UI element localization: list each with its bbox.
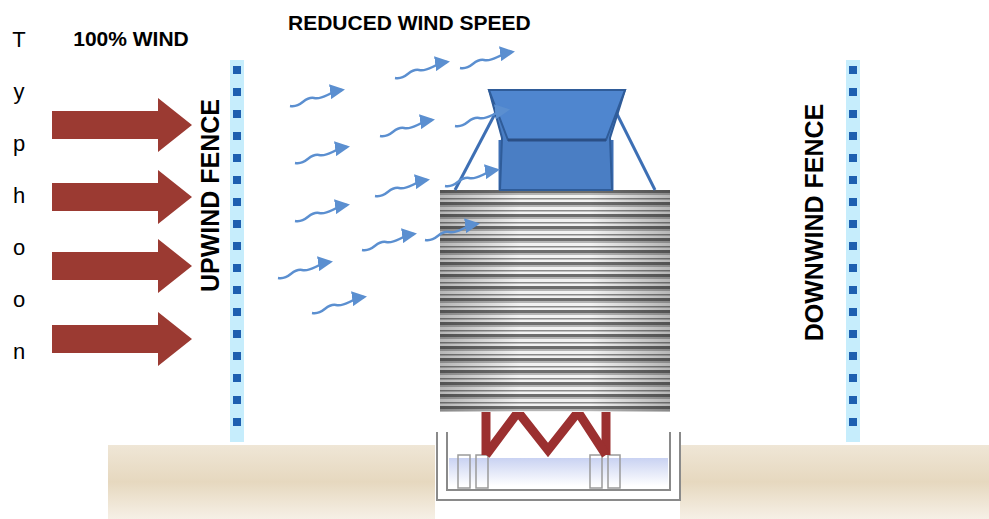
fence-post [849,264,857,272]
ground [680,445,989,519]
fence-post [233,110,241,118]
fence-post [849,352,857,360]
support-frame [486,410,606,455]
typhoon-arrows [52,98,192,366]
wind-arrow [278,262,330,278]
fence-post [233,286,241,294]
wind-arrow [295,147,347,163]
reduced-wind-arrows [278,52,512,313]
fence-post [849,418,857,426]
fence-post [849,198,857,206]
ground [108,445,435,519]
wind-arrow [290,90,342,106]
fence-post [849,242,857,250]
fence-post [849,66,857,74]
fence-post [849,176,857,184]
fence-label: DOWNWIND FENCE [802,103,827,340]
fence-post [233,66,241,74]
fence-post [233,330,241,338]
fence-label: UPWIND FENCE [199,98,224,291]
fence-post [849,88,857,96]
fence-post [233,88,241,96]
fence-post [233,264,241,272]
fence-post [849,330,857,338]
fence-post [233,154,241,162]
fence-post [233,220,241,228]
wind-arrow [295,205,347,221]
fence-post [849,220,857,228]
wind-arrow [460,52,512,68]
fence-post [849,110,857,118]
fence-post [849,286,857,294]
fence-post [233,132,241,140]
fence-post [849,396,857,404]
wind-arrow [375,180,427,196]
fence-post [233,396,241,404]
wind-arrow [380,120,432,136]
water [449,458,668,486]
fence-post [233,352,241,360]
wind-label: 100% WIND [70,22,192,56]
basin-posts [458,455,620,488]
fence-post [233,374,241,382]
wind-arrow [445,170,497,186]
wind-arrow [455,110,507,126]
wind-arrow [425,224,477,240]
fence-post [233,198,241,206]
wind-arrow [312,297,364,313]
fence-post [233,242,241,250]
fence-post [849,154,857,162]
wind-label: REDUCED WIND SPEED [288,6,548,40]
fence-post [233,176,241,184]
typhoon-label: Typhoon [8,14,30,378]
fence-post [233,418,241,426]
fence-post [849,374,857,382]
wind-arrow [362,234,414,250]
fence-post [849,132,857,140]
wind-arrow [395,62,447,78]
fence-post [233,308,241,316]
fences [233,60,857,442]
fence-post [849,308,857,316]
